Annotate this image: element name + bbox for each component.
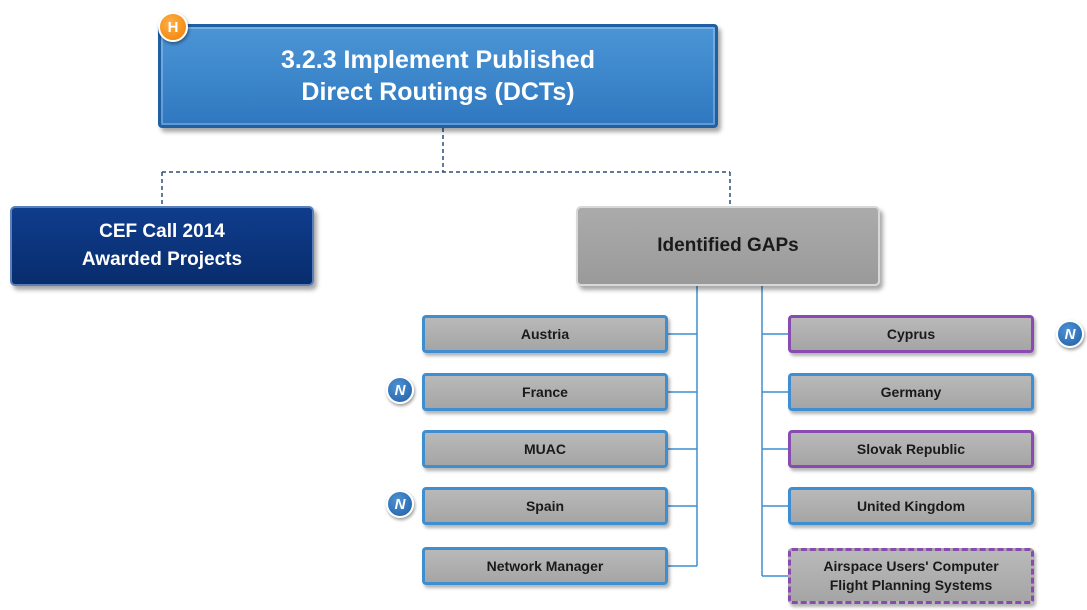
gap-label: Austria	[520, 326, 570, 342]
gap-label: Spain	[525, 498, 565, 514]
cef-call-line1: CEF Call 2014	[99, 221, 225, 242]
identified-gaps-box: Identified GAPs	[576, 206, 880, 286]
gap-cyprus: Cyprus	[788, 315, 1034, 353]
gap-label: Cyprus	[886, 326, 936, 342]
new-n-badge-cyprus: N	[1056, 320, 1084, 348]
cef-call-line2: Awarded Projects	[81, 249, 243, 270]
gap-label: France	[522, 384, 568, 400]
gap-spain: Spain	[422, 487, 668, 525]
gap-label: Germany	[880, 384, 942, 400]
gap-label: MUAC	[524, 441, 566, 457]
main-title-line1: 3.2.3 Implement Published	[281, 46, 595, 74]
gap-germany: Germany	[788, 373, 1034, 411]
new-n-badge-france: N	[386, 376, 414, 404]
main-title-box: 3.2.3 Implement Published Direct Routing…	[158, 24, 718, 128]
gap-network-manager: Network Manager	[422, 547, 668, 585]
gap-austria: Austria	[422, 315, 668, 353]
gap-muac: MUAC	[422, 430, 668, 468]
gap-label-line2: Flight Planning Systems	[829, 577, 993, 593]
main-title-line2: Direct Routings (DCTs)	[301, 78, 575, 106]
gap-slovak-republic: Slovak Republic	[788, 430, 1034, 468]
gap-airspace-users-flight-planning: Airspace Users' Computer Flight Planning…	[788, 548, 1034, 604]
identified-gaps-label: Identified GAPs	[657, 235, 799, 256]
gap-france: France	[422, 373, 668, 411]
gap-label: Network Manager	[486, 558, 604, 574]
gap-label-line1: Airspace Users' Computer	[823, 558, 999, 574]
new-n-badge-spain: N	[386, 490, 414, 518]
gap-united-kingdom: United Kingdom	[788, 487, 1034, 525]
gap-label: Slovak Republic	[856, 441, 966, 457]
cef-call-box: CEF Call 2014 Awarded Projects	[10, 206, 314, 286]
gap-label: United Kingdom	[856, 498, 966, 514]
priority-h-badge: H	[158, 12, 188, 42]
